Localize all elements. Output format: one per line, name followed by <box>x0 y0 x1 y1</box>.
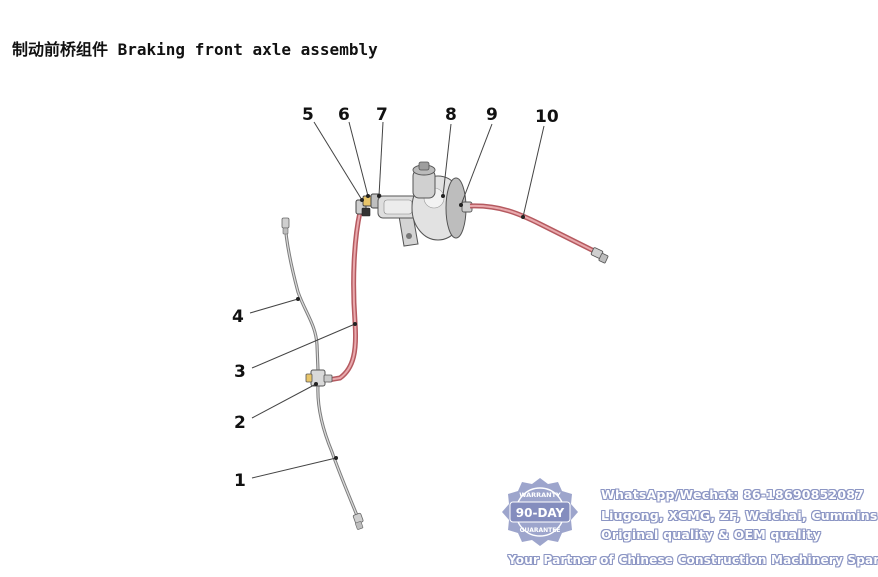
brake-pipe-upper <box>281 217 320 371</box>
callout-numbers: 1 2 3 4 5 6 7 8 9 10 <box>232 105 559 491</box>
callout-10: 10 <box>535 107 559 127</box>
callout-4: 4 <box>232 307 244 327</box>
watermark-brands: Liugong, XCMG, ZF, Weichai, Cummins <box>601 508 878 523</box>
callout-9: 9 <box>486 105 498 125</box>
watermark-quality: Original quality & OEM quality <box>601 527 821 542</box>
warranty-seal: 90-DAY WARRANTY GUARANTEE <box>502 478 578 546</box>
seal-text-top: WARRANTY <box>519 491 561 499</box>
callout-2: 2 <box>234 413 246 433</box>
brake-hose-right <box>461 201 609 264</box>
tee-joint <box>305 369 333 387</box>
callout-1: 1 <box>234 471 246 491</box>
callout-8: 8 <box>445 105 457 125</box>
callout-5: 5 <box>302 105 314 125</box>
brake-pipe-lower <box>316 384 364 530</box>
leader-lines <box>249 121 545 479</box>
hose-fittings <box>355 193 382 217</box>
page-title: 制动前桥组件 Braking front axle assembly <box>12 40 378 59</box>
watermark-contact: WhatsApp/Wechat: 86-18690852087 <box>601 487 865 502</box>
seal-text-main: 90-DAY <box>516 506 565 520</box>
watermark-tagline: Your Partner of Chinese Construction Mac… <box>508 553 878 567</box>
seal-text-bottom: GUARANTEE <box>520 527 561 534</box>
callout-7: 7 <box>376 105 388 125</box>
callout-6: 6 <box>338 105 350 125</box>
brake-booster <box>377 161 467 247</box>
callout-3: 3 <box>234 362 246 382</box>
brake-hose-vertical <box>327 211 363 383</box>
